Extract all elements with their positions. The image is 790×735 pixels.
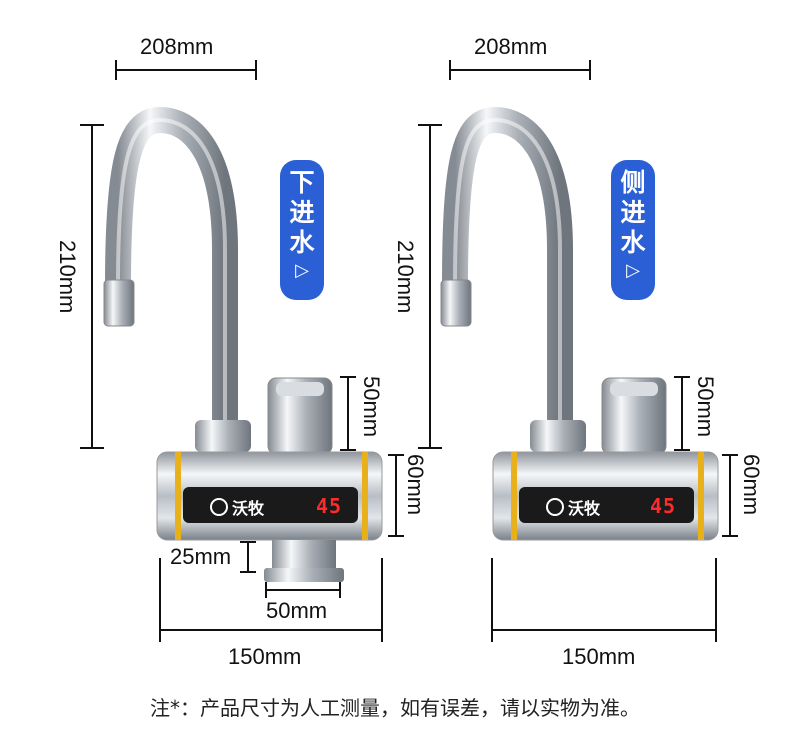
play-arrow-icon: ▷: [626, 260, 640, 281]
right-brand-name: 沃牧: [568, 499, 601, 518]
left-inlet-type-badge: 下 进 水 ▷: [280, 160, 324, 300]
left-body-length-label: 150mm: [228, 644, 302, 669]
badge-char: 水: [289, 228, 315, 257]
left-height-label: 210mm: [55, 240, 80, 314]
right-faucet-drawing: [440, 106, 719, 541]
left-brand-logo: 沃牧: [210, 495, 264, 519]
left-inlet-height-label: 25mm: [170, 544, 232, 569]
left-handle-height-label: 50mm: [359, 376, 384, 438]
right-brand-logo: 沃牧: [546, 495, 600, 519]
right-body-length-label: 150mm: [562, 644, 636, 669]
left-body-height-label: 60mm: [403, 454, 428, 516]
badge-char: 侧: [620, 168, 646, 197]
right-inlet-type-badge: 侧 进 水 ▷: [611, 160, 655, 300]
right-handle-height-label: 50mm: [693, 376, 718, 438]
right-body-height-label: 60mm: [739, 454, 764, 516]
brand-circle-icon: [546, 498, 564, 516]
left-spout-reach-label: 208mm: [140, 34, 214, 59]
right-temperature-display: 45: [650, 494, 677, 518]
badge-char: 下: [289, 168, 315, 197]
left-faucet-drawing: [103, 106, 383, 582]
left-brand-name: 沃牧: [232, 499, 265, 518]
play-arrow-icon: ▷: [295, 260, 309, 281]
badge-char: 水: [620, 228, 646, 257]
right-height-label: 210mm: [393, 240, 418, 314]
measurement-disclaimer: 注*：产品尺寸为人工测量，如有误差，请以实物为准。: [150, 696, 640, 720]
right-spout-reach-label: 208mm: [474, 34, 548, 59]
badge-char: 进: [620, 198, 646, 227]
left-inlet-width-label: 50mm: [266, 598, 328, 623]
left-temperature-display: 45: [316, 494, 343, 518]
brand-circle-icon: [210, 498, 228, 516]
badge-char: 进: [289, 198, 315, 227]
